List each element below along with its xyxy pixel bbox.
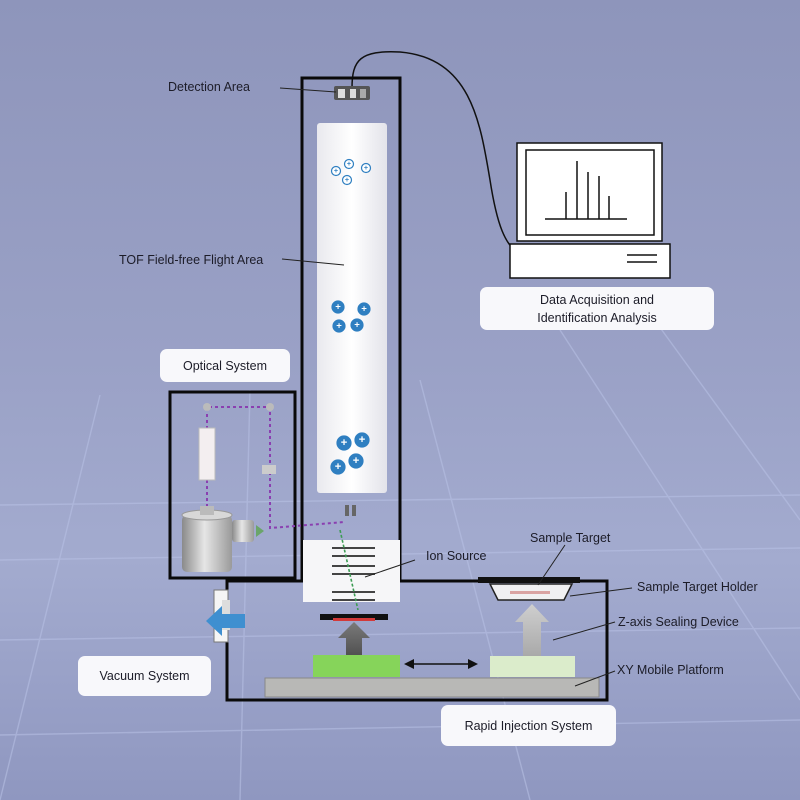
optical-system-enclosure [168, 390, 297, 580]
ion-9-charge: + [341, 437, 348, 449]
detector [334, 86, 370, 100]
ion-10-charge: + [359, 434, 366, 446]
label-detection-area: Detection Area [168, 80, 250, 94]
label-xy-mobile-platform: XY Mobile Platform [617, 663, 724, 677]
ion-3 [360, 162, 372, 174]
label-data-acquisition: Data Acquisition and Identification Anal… [480, 287, 714, 330]
ion-2 [343, 158, 355, 170]
spectrum-plot [545, 161, 627, 220]
label-sample-target-holder: Sample Target Holder [637, 580, 758, 594]
ion-1 [330, 165, 342, 177]
ion-7 [332, 319, 346, 333]
ion-11-charge: + [353, 455, 360, 467]
ion-cluster: ++++++++++++ [330, 158, 372, 475]
lift-arrow-light [515, 604, 549, 656]
ion-3-charge: + [364, 163, 368, 172]
ion-9 [336, 435, 352, 451]
extraction-electrode-marks [345, 505, 356, 516]
xy-platform [264, 677, 600, 698]
ion-5 [331, 300, 345, 314]
label-sample-target: Sample Target [530, 531, 611, 545]
label-ion-source: Ion Source [426, 549, 487, 563]
ion-11 [348, 453, 364, 469]
label-rapid-injection-system: Rapid Injection System [441, 705, 616, 746]
ion-10 [354, 432, 370, 448]
ion-6 [357, 302, 371, 316]
ion-4 [341, 174, 353, 186]
label-optical-system: Optical System [160, 349, 290, 382]
instrument-frame [225, 76, 609, 702]
ion-8-charge: + [354, 320, 360, 331]
floor-grid [0, 299, 800, 800]
optical-components [181, 403, 276, 572]
detector-cable [351, 51, 521, 256]
vacuum-arrow [206, 606, 245, 636]
ion-4-charge: + [345, 175, 349, 184]
data-acquisition-line2: Identification Analysis [537, 310, 657, 325]
label-vacuum-system: Vacuum System [78, 656, 211, 696]
ion-6-charge: + [361, 304, 367, 315]
ion-12-charge: + [335, 461, 342, 473]
computer [509, 142, 671, 279]
sample-target-holder [478, 577, 580, 601]
pale-green-block [490, 656, 575, 677]
ion-5-charge: + [335, 302, 341, 313]
leader-lines [279, 87, 633, 687]
flight-tube [317, 123, 387, 493]
label-z-axis-sealing-device: Z-axis Sealing Device [618, 615, 739, 629]
loaded-target-plate [320, 614, 388, 620]
ion-12 [330, 459, 346, 475]
data-acquisition-line1: Data Acquisition and [540, 292, 654, 307]
label-tof-flight-area: TOF Field-free Flight Area [119, 253, 264, 267]
lift-arrow-dark [338, 622, 370, 657]
xy-movement-arrow [404, 659, 478, 669]
green-block [313, 655, 400, 677]
ion-2-charge: + [347, 159, 351, 168]
ion-7-charge: + [336, 321, 342, 332]
ion-1-charge: + [334, 166, 338, 175]
ion-8 [350, 318, 364, 332]
